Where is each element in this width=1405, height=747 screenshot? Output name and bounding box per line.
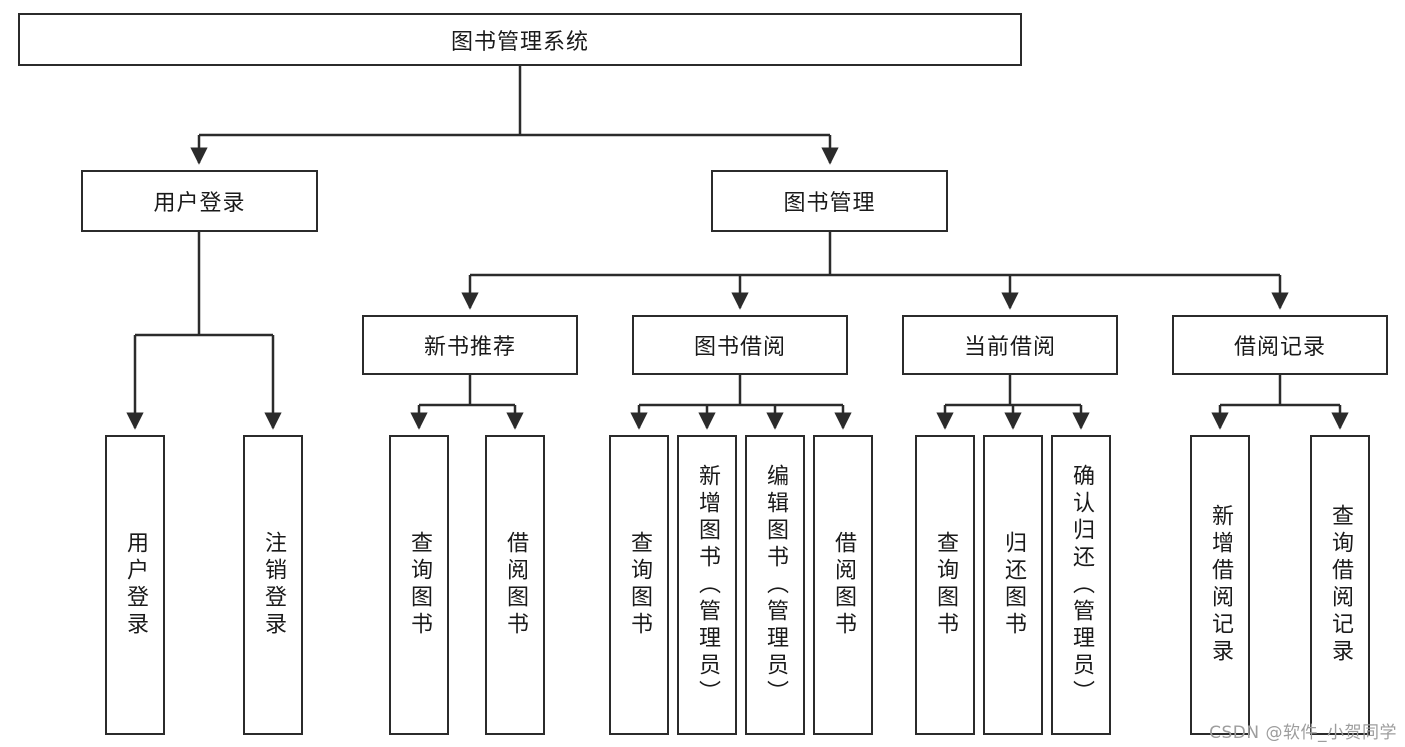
node-book-management-label: 图书管理	[783, 191, 876, 216]
leaf-borrow-book-newrec-label: 借阅图书	[503, 531, 528, 639]
node-book-management[interactable]: 图书管理	[711, 170, 948, 232]
node-current-borrow[interactable]: 当前借阅	[902, 315, 1118, 375]
leaf-query-book-current[interactable]: 查询图书	[915, 435, 975, 735]
leaf-add-borrow-record-label: 新增借阅记录	[1208, 504, 1233, 666]
leaf-user-login[interactable]: 用户登录	[105, 435, 165, 735]
leaf-confirm-return-admin-label: 确认归还（管理员）	[1069, 463, 1094, 707]
csdn-watermark: CSDN @软件_小贺同学	[1209, 723, 1397, 743]
leaf-query-book-newrec[interactable]: 查询图书	[389, 435, 449, 735]
leaf-borrow-book-newrec[interactable]: 借阅图书	[485, 435, 545, 735]
leaf-query-borrow-record[interactable]: 查询借阅记录	[1310, 435, 1370, 735]
node-root-label: 图书管理系统	[450, 29, 589, 55]
leaf-return-book-label: 归还图书	[1001, 531, 1026, 639]
node-root[interactable]: 图书管理系统	[18, 13, 1022, 66]
node-book-borrow[interactable]: 图书借阅	[632, 315, 848, 375]
leaf-query-book-newrec-label: 查询图书	[407, 531, 432, 639]
leaf-add-book-admin-label: 新增图书（管理员）	[695, 463, 720, 707]
leaf-query-book-borrow[interactable]: 查询图书	[609, 435, 669, 735]
node-new-book-recommend-label: 新书推荐	[423, 335, 516, 360]
node-borrow-records[interactable]: 借阅记录	[1172, 315, 1388, 375]
node-new-book-recommend[interactable]: 新书推荐	[362, 315, 578, 375]
leaf-query-borrow-record-label: 查询借阅记录	[1328, 504, 1353, 666]
node-current-borrow-label: 当前借阅	[963, 335, 1056, 360]
node-user-login[interactable]: 用户登录	[81, 170, 318, 232]
leaf-query-book-borrow-label: 查询图书	[627, 531, 652, 639]
leaf-add-book-admin[interactable]: 新增图书（管理员）	[677, 435, 737, 735]
leaf-add-borrow-record[interactable]: 新增借阅记录	[1190, 435, 1250, 735]
leaf-borrow-book[interactable]: 借阅图书	[813, 435, 873, 735]
node-user-login-label: 用户登录	[153, 191, 246, 216]
leaf-user-logout[interactable]: 注销登录	[243, 435, 303, 735]
node-book-borrow-label: 图书借阅	[693, 335, 786, 360]
leaf-edit-book-admin[interactable]: 编辑图书（管理员）	[745, 435, 805, 735]
node-borrow-records-label: 借阅记录	[1233, 335, 1326, 360]
leaf-query-book-current-label: 查询图书	[933, 531, 958, 639]
leaf-edit-book-admin-label: 编辑图书（管理员）	[763, 463, 788, 707]
leaf-return-book[interactable]: 归还图书	[983, 435, 1043, 735]
leaf-borrow-book-label: 借阅图书	[831, 531, 856, 639]
leaf-user-login-label: 用户登录	[123, 531, 148, 639]
leaf-confirm-return-admin[interactable]: 确认归还（管理员）	[1051, 435, 1111, 735]
leaf-user-logout-label: 注销登录	[261, 531, 286, 639]
